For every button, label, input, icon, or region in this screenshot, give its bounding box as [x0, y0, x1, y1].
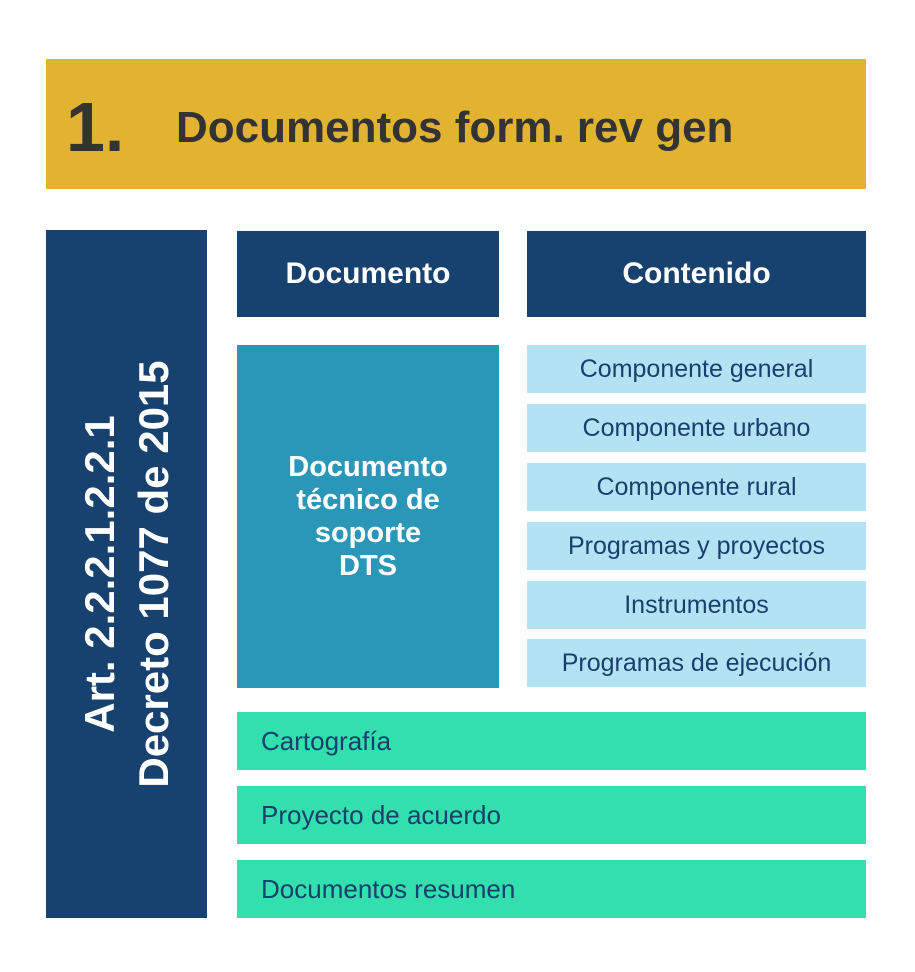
content-item: Componente urbano — [527, 404, 866, 452]
column-header-contenido: Contenido — [527, 231, 866, 317]
section-title: Documentos form. rev gen — [176, 103, 734, 152]
content-item: Componente rural — [527, 463, 866, 511]
section-number: 1. — [66, 88, 125, 166]
dts-line: DTS — [339, 549, 397, 582]
article-reference: Art. 2.2.2.1.2.2.1 — [75, 415, 123, 733]
decree-reference: Decreto 1077 de 2015 — [129, 360, 177, 788]
section-title-banner: 1. Documentos form. rev gen — [46, 59, 866, 189]
document-row: Cartografía — [237, 712, 866, 770]
legal-reference-bar: Art. 2.2.2.1.2.2.1 Decreto 1077 de 2015 — [46, 230, 207, 918]
content-item: Programas y proyectos — [527, 522, 866, 570]
document-row: Proyecto de acuerdo — [237, 786, 866, 844]
dts-document-box: Documento técnico de soporte DTS — [237, 345, 499, 688]
column-header-documento: Documento — [237, 231, 499, 317]
content-item: Programas de ejecución — [527, 639, 866, 687]
dts-line: técnico de — [296, 483, 440, 516]
dts-line: soporte — [314, 516, 422, 549]
content-item: Instrumentos — [527, 581, 866, 629]
content-item: Componente general — [527, 345, 866, 393]
dts-line: Documento — [288, 450, 448, 483]
document-row: Documentos resumen — [237, 860, 866, 918]
